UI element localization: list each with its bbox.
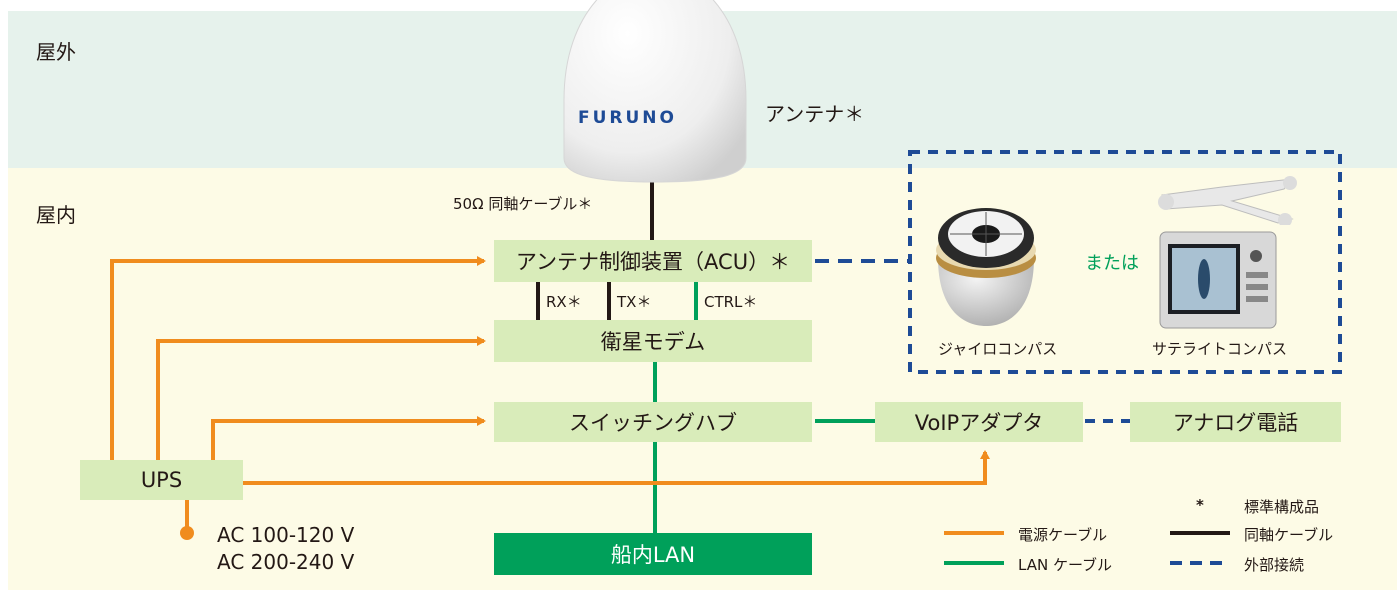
outdoor-label: 屋外 [36, 40, 76, 64]
legend-coax-label: 同軸ケーブル [1244, 526, 1334, 544]
legend-standard-label: 標準構成品 [1244, 498, 1320, 516]
satellite-compass-label: サテライトコンパス [1152, 340, 1288, 358]
power-ups-hub [211, 416, 486, 460]
satellite-modem-box: 衛星モデム [494, 320, 812, 362]
or-label: または [1085, 253, 1139, 274]
power-input-line1: AC 100-120 V [217, 523, 355, 547]
gyro-compass-label: ジャイロコンパス [938, 340, 1058, 358]
legend-standard-mark: * [1196, 496, 1204, 514]
switching-hub-box: スイッチングハブ [494, 402, 812, 442]
furuno-logo: FURUNO [578, 108, 677, 128]
coax-cable-label: 50Ω 同軸ケーブル＊ [453, 195, 593, 213]
ctrl-label: CTRL＊ [704, 293, 758, 311]
power-ups-voip [243, 450, 990, 485]
voip-adapter-box: VoIPアダプタ [875, 402, 1083, 442]
power-input-line2: AC 200-240 V [217, 550, 355, 574]
acu-box: アンテナ制御装置（ACU）＊ [494, 240, 812, 282]
analog-phone-box: アナログ電話 [1130, 402, 1341, 442]
satellite-compass-display-image [1159, 231, 1277, 329]
legend-external-label: 外部接続 [1244, 556, 1305, 574]
rx-label: RX＊ [546, 293, 582, 311]
antenna-label: アンテナ＊ [765, 102, 865, 126]
satellite-compass-antenna-image [1158, 176, 1297, 225]
ups-box: UPS [80, 460, 243, 500]
gyro-compass-image [936, 208, 1036, 326]
power-input-dot [180, 526, 194, 540]
tx-label: TX＊ [617, 293, 652, 311]
compass-group-frame [908, 150, 1342, 374]
ship-lan-box: 船内LAN [494, 533, 812, 575]
indoor-label: 屋内 [36, 203, 76, 227]
power-ups-modem [156, 336, 486, 460]
antenna-dome [563, 0, 747, 183]
legend-power-label: 電源ケーブル [1018, 526, 1108, 544]
power-ups-acu [110, 256, 486, 460]
legend-lan-label: LAN ケーブル [1018, 556, 1113, 574]
